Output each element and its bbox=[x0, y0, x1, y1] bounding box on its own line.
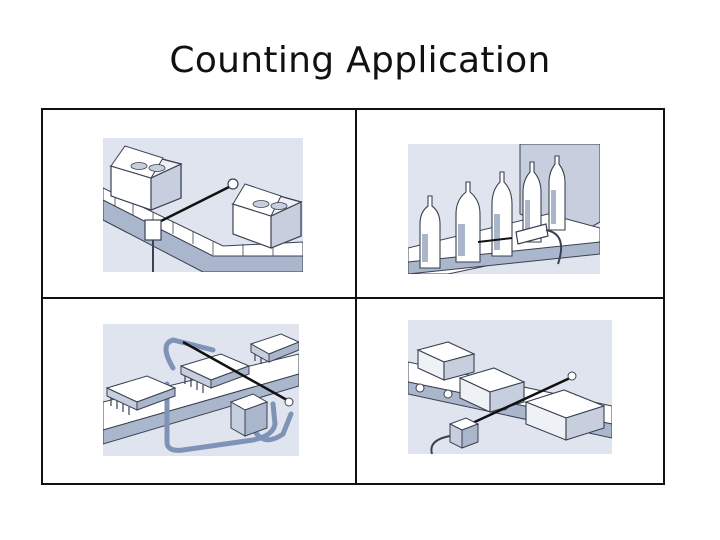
chips-on-conveyor-panel bbox=[103, 324, 299, 456]
boxes-on-conveyor-icon bbox=[103, 138, 303, 272]
slide-title: Counting Application bbox=[169, 40, 551, 81]
grid-divider-horizontal bbox=[43, 297, 663, 299]
boxes-on-conveyor-panel bbox=[103, 138, 303, 272]
cartons-on-roller-conveyor-icon bbox=[408, 320, 612, 454]
illustration-grid bbox=[41, 108, 665, 485]
bottles-on-conveyor-panel bbox=[408, 144, 600, 274]
cartons-on-roller-conveyor-panel bbox=[408, 320, 612, 454]
bottles-on-conveyor-icon bbox=[408, 144, 600, 274]
chips-on-conveyor-icon bbox=[103, 324, 299, 456]
grid-divider-vertical bbox=[355, 110, 357, 483]
